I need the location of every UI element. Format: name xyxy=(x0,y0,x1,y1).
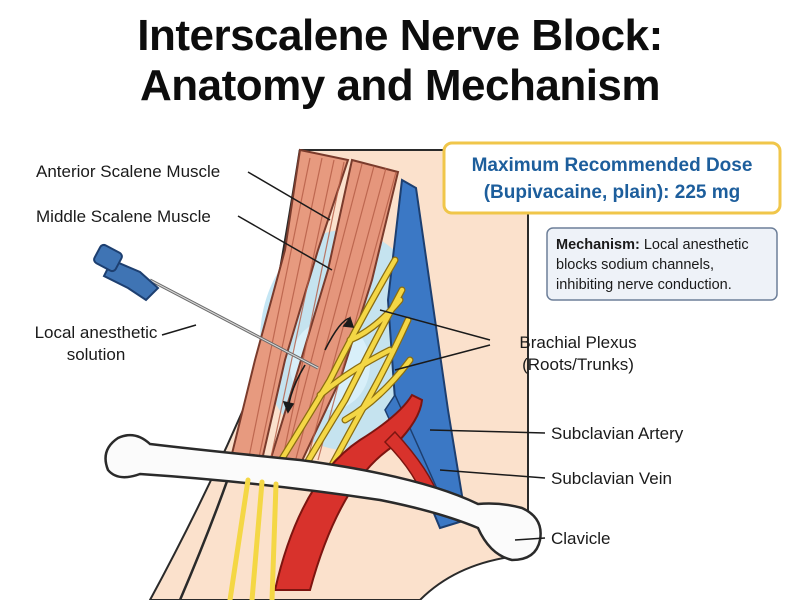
dose-box xyxy=(442,141,782,215)
subclavian-vein xyxy=(386,178,468,530)
label-local-anesthetic-line-2: solution xyxy=(67,345,126,364)
label-brachial-plexus-line-2: (Roots/Trunks) xyxy=(522,355,634,374)
mechanism-line-3: inhibiting nerve conduction. xyxy=(556,277,732,293)
label-anterior-scalene: Anterior Scalene Muscle xyxy=(36,162,220,181)
label-local-anesthetic-line-1: Local anesthetic xyxy=(35,323,158,342)
leader-lines xyxy=(161,171,546,541)
clavicle-bone xyxy=(104,433,542,562)
title-line-2: Anatomy and Mechanism xyxy=(139,61,661,110)
mechanism-line-2: blocks sodium channels, xyxy=(556,257,714,273)
syringe-hub xyxy=(102,258,160,302)
label-clavicle: Clavicle xyxy=(551,529,611,548)
mechanism-heading: Mechanism: xyxy=(556,237,640,253)
mechanism-box xyxy=(546,227,778,301)
label-subclavian-artery: Subclavian Artery xyxy=(551,424,684,443)
brachial-plexus xyxy=(271,256,414,482)
lower-nerve-fibers xyxy=(227,477,279,600)
dose-line-2: (Bupivacaine, plain): 225 mg xyxy=(484,182,741,203)
mechanism-line-1: Mechanism: Local anesthetic xyxy=(556,237,749,253)
label-middle-scalene: Middle Scalene Muscle xyxy=(36,207,211,226)
dose-line-1: Maximum Recommended Dose xyxy=(472,155,753,176)
syringe xyxy=(93,243,319,370)
mechanism-line-1-rest: Local anesthetic xyxy=(640,237,749,253)
label-subclavian-vein: Subclavian Vein xyxy=(551,469,672,488)
spread-arrows xyxy=(282,316,355,414)
syringe-barrel xyxy=(93,243,123,273)
title-line-1: Interscalene Nerve Block: xyxy=(137,11,663,60)
label-brachial-plexus-line-1: Brachial Plexus xyxy=(519,333,636,352)
